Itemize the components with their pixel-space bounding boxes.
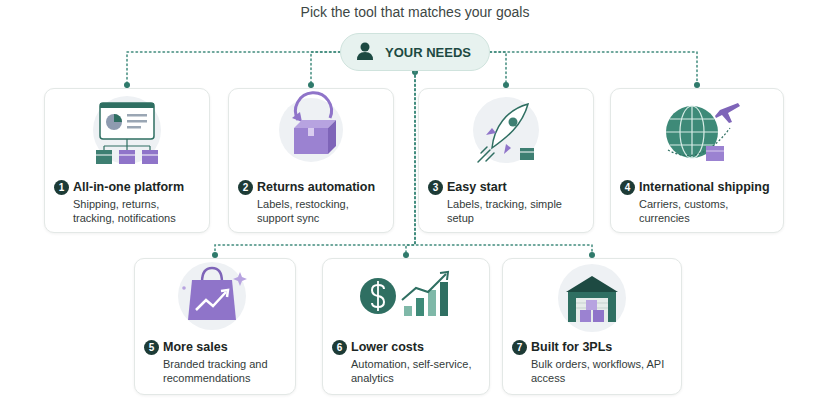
bag-icon [178, 262, 247, 330]
option-card: Lower costsAutomation, self-service, ana… [322, 258, 490, 395]
card-body: Branded tracking and recommendations [163, 357, 289, 385]
card-heading: All-in-one platform [73, 180, 203, 195]
rocket-icon [473, 97, 539, 163]
card-body: Carriers, customs, currencies [639, 197, 777, 225]
dotted-connector [215, 71, 415, 258]
card-text: Returns automationLabels, restocking, su… [257, 180, 387, 225]
option-card: All-in-one platformShipping, returns, tr… [44, 88, 210, 233]
card-text: International shippingCarriers, customs,… [639, 180, 777, 225]
card-body: Shipping, returns, tracking, notificatio… [73, 197, 203, 225]
card-text: Lower costsAutomation, self-service, ana… [351, 340, 483, 385]
callout-number: 4 [620, 180, 635, 195]
card-body: Bulk orders, workflows, API access [531, 357, 675, 385]
dotted-connector [490, 52, 697, 88]
dotted-connector [127, 52, 340, 88]
card-body: Automation, self-service, analytics [351, 357, 483, 385]
option-card: Easy startLabels, tracking, simple setup… [418, 88, 594, 233]
card-heading: Returns automation [257, 180, 387, 195]
card-body: Labels, tracking, simple setup [447, 197, 587, 225]
card-heading: International shipping [639, 180, 777, 195]
cost-icon [360, 272, 448, 316]
warehouse-icon [558, 264, 626, 332]
card-heading: Easy start [447, 180, 587, 195]
callout-number: 5 [144, 340, 159, 355]
option-card: Returns automationLabels, restocking, su… [228, 88, 394, 233]
option-card: More salesBranded tracking and recommend… [134, 258, 296, 395]
globe-icon [666, 103, 740, 161]
diagram-title: Pick the tool that matches your goals [0, 4, 830, 20]
card-text: Built for 3PLsBulk orders, workflows, AP… [531, 340, 675, 385]
card-heading: More sales [163, 340, 289, 355]
callout-number: 6 [332, 340, 347, 355]
dotted-connector [406, 71, 415, 258]
returns-icon [279, 93, 343, 162]
pill-label: YOUR NEEDS [385, 34, 471, 70]
dotted-connector [490, 52, 506, 88]
card-text: More salesBranded tracking and recommend… [163, 340, 289, 385]
card-body: Labels, restocking, support sync [257, 197, 387, 225]
needs-pill: YOUR NEEDS [340, 33, 490, 71]
option-card: International shippingCarriers, customs,… [610, 88, 784, 233]
card-text: All-in-one platformShipping, returns, tr… [73, 180, 203, 225]
dotted-connector [311, 52, 340, 88]
dashboard-icon [93, 96, 161, 164]
card-text: Easy startLabels, tracking, simple setup [447, 180, 587, 225]
card-heading: Built for 3PLs [531, 340, 675, 355]
option-card: Built for 3PLsBulk orders, workflows, AP… [502, 258, 682, 395]
card-heading: Lower costs [351, 340, 483, 355]
callout-number: 1 [54, 180, 69, 195]
callout-number: 7 [512, 340, 527, 355]
callout-number: 2 [238, 180, 253, 195]
person-icon [357, 43, 373, 61]
callout-number: 3 [428, 180, 443, 195]
